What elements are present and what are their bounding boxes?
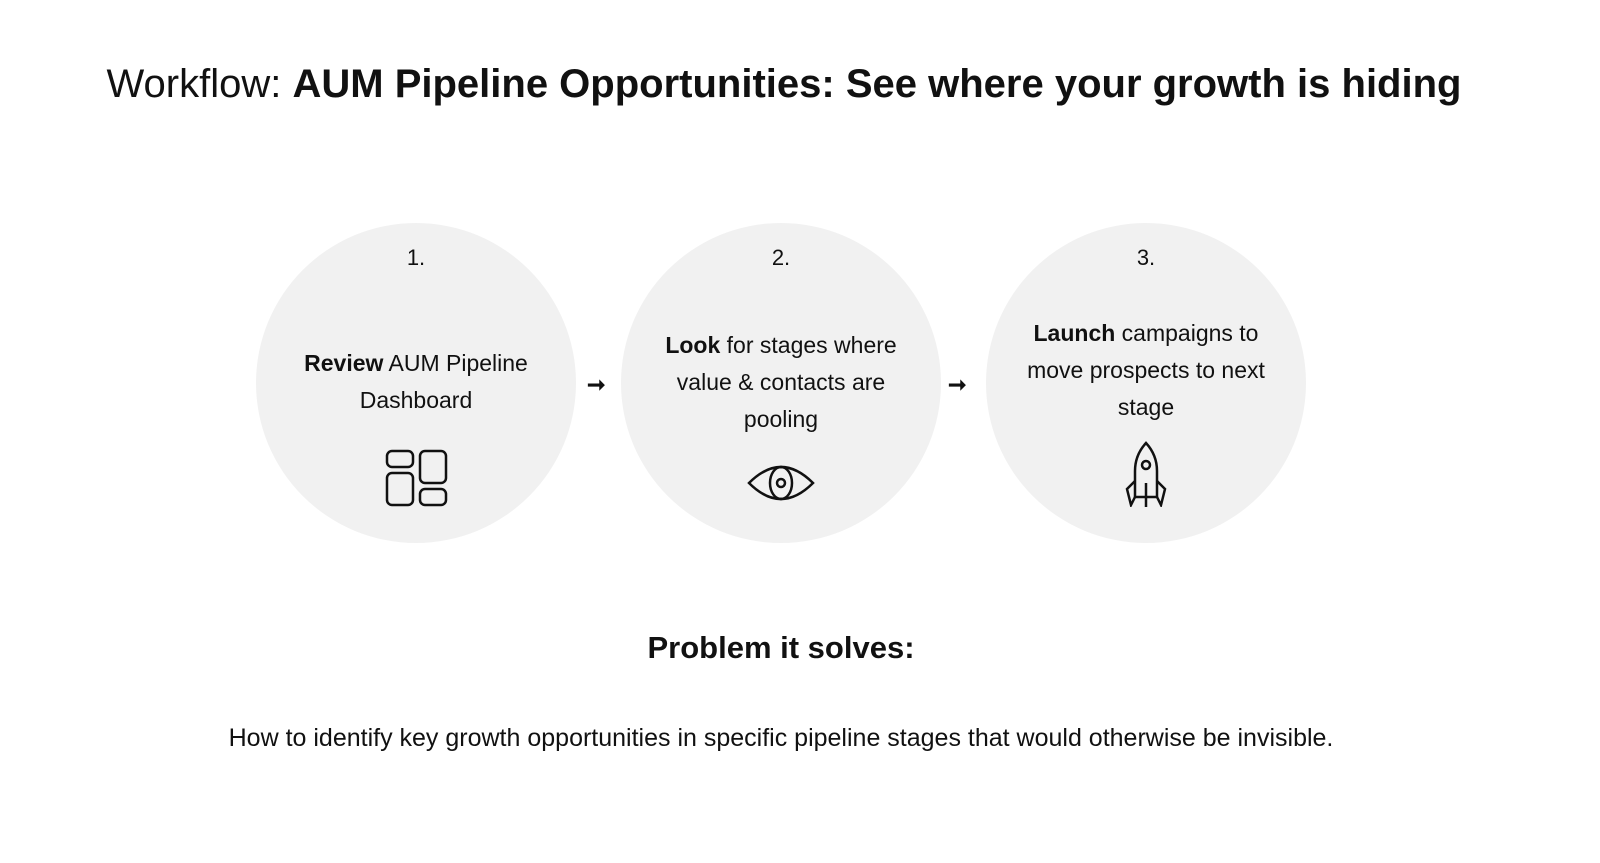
step-1: 1. Review AUM Pipeline Dashboard xyxy=(256,223,576,543)
step-number: 2. xyxy=(771,245,791,270)
step-verb: Look xyxy=(665,332,721,358)
problem-description: How to identify key growth opportunities… xyxy=(228,724,1334,752)
step-number: 3. xyxy=(1136,245,1156,270)
step-text: Launch campaigns to move prospects to ne… xyxy=(1016,315,1276,426)
eye-icon xyxy=(747,465,815,501)
step-text: Look for stages where value & contacts a… xyxy=(651,327,911,438)
step-desc: campaigns to move prospects to next stag… xyxy=(1027,320,1265,420)
problem-heading: Problem it solves: xyxy=(647,630,915,665)
step-desc: for stages where value & contacts are po… xyxy=(676,332,897,432)
step-3: 3. Launch campaigns to move prospects to… xyxy=(986,223,1306,543)
step-number: 1. xyxy=(406,245,426,270)
arrow-2: ➞ xyxy=(948,372,967,397)
rocket-icon xyxy=(1125,441,1167,507)
step-desc: AUM Pipeline Dashboard xyxy=(359,350,528,413)
arrow-1: ➞ xyxy=(587,372,606,397)
title-prefix: Workflow: xyxy=(106,62,293,106)
dashboard-icon xyxy=(385,449,448,507)
page-title: Workflow: AUM Pipeline Opportunities: Se… xyxy=(0,62,1568,107)
step-2: 2. Look for stages where value & contact… xyxy=(621,223,941,543)
step-verb: Review xyxy=(304,350,384,376)
step-verb: Launch xyxy=(1033,320,1116,346)
step-text: Review AUM Pipeline Dashboard xyxy=(286,345,546,419)
title-main: AUM Pipeline Opportunities: See where yo… xyxy=(292,62,1462,106)
